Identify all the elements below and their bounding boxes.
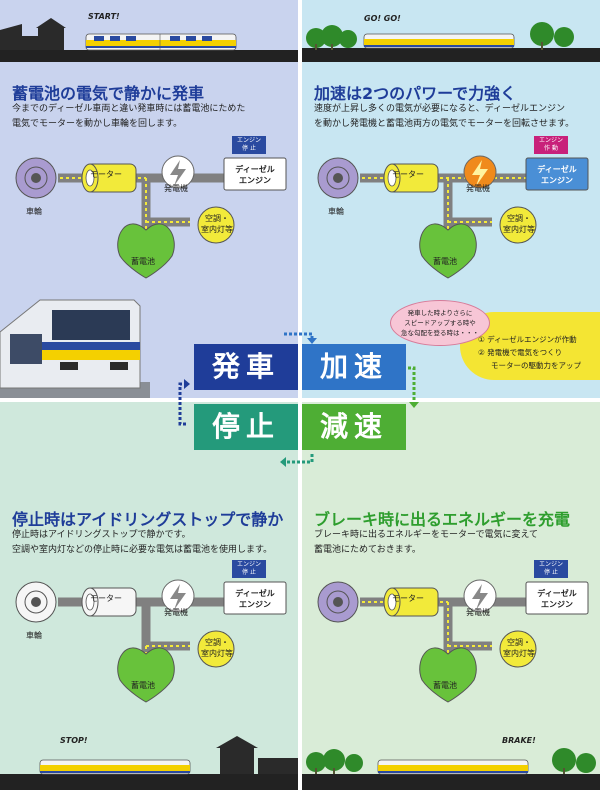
diesel-engine-label: ディーゼルエンジン bbox=[537, 589, 577, 609]
diesel-engine-icon bbox=[525, 581, 589, 615]
accel-sign: GO! GO! bbox=[364, 14, 401, 23]
aux-label: 空調・室内灯等 bbox=[201, 214, 233, 234]
brake-scene bbox=[302, 748, 600, 790]
diesel-engine-label: ディーゼルエンジン bbox=[537, 165, 577, 185]
diesel-engine-label: ディーゼルエンジン bbox=[235, 589, 275, 609]
brake-panel: ブレーキ時に出るエネルギーを充電 ブレーキ時に出るエネルギーをモーターで電気に変… bbox=[302, 402, 600, 790]
start-scene bbox=[0, 18, 298, 62]
motor-icon bbox=[383, 163, 439, 193]
generator-label: 発電機 bbox=[466, 184, 490, 193]
motor-icon bbox=[383, 587, 439, 617]
aux-label: 空調・室内灯等 bbox=[201, 638, 233, 658]
wheel-label: 車輪 bbox=[26, 631, 42, 640]
stop-sign: STOP! bbox=[60, 736, 88, 745]
accel-description: 速度が上昇し多くの電気が必要になると、ディーゼルエンジンを動かし発電機と蓄電池両… bbox=[314, 104, 575, 129]
accel-speech-bubble: 発車した時よりさらにスピードアップする時や急な勾配を登る時は・・・ bbox=[390, 300, 490, 346]
motor-label: モーター bbox=[90, 594, 122, 603]
motor-icon bbox=[81, 587, 137, 617]
diesel-engine-icon bbox=[525, 157, 589, 191]
generator-label: 発電機 bbox=[164, 184, 188, 193]
accel-callout-line-1: ① ディーゼルエンジンが作動 bbox=[478, 335, 577, 344]
battery-label: 蓄電池 bbox=[433, 681, 457, 690]
start-sign: START! bbox=[88, 12, 120, 21]
battery-label: 蓄電池 bbox=[131, 257, 155, 266]
start-title: 蓄電池の電気で静かに発車 bbox=[12, 84, 205, 103]
battery-label: 蓄電池 bbox=[131, 681, 155, 690]
engine-status-badge: エンジン作 動 bbox=[534, 136, 568, 154]
brake-sign: BRAKE! bbox=[502, 736, 536, 745]
aircon-light-icon bbox=[499, 630, 537, 668]
phase-brake: 減速 bbox=[302, 404, 406, 450]
stop-diagram: エンジン停 止 車輪 モーター 発電機 ディーゼルエンジン 空調・室内灯等 蓄電… bbox=[0, 552, 298, 712]
accel-callout-line-2: ② 発電機で電気をつくり bbox=[478, 348, 563, 357]
engine-status-badge: エンジン停 止 bbox=[232, 560, 266, 578]
accel-scene bbox=[302, 22, 600, 62]
wheel-label: 車輪 bbox=[26, 207, 42, 216]
diesel-engine-label: ディーゼルエンジン bbox=[235, 165, 275, 185]
battery-heart-icon bbox=[117, 647, 175, 703]
phase-accel: 加速 bbox=[302, 344, 406, 390]
motor-icon bbox=[81, 163, 137, 193]
motor-label: モーター bbox=[90, 170, 122, 179]
start-diagram: エンジン停 止 車輪 モーター 発電機 ディーゼルエンジン 空調・室内灯等 蓄電… bbox=[0, 128, 298, 288]
battery-label: 蓄電池 bbox=[433, 257, 457, 266]
motor-label: モーター bbox=[392, 170, 424, 179]
brake-title: ブレーキ時に出るエネルギーを充電 bbox=[314, 510, 571, 529]
generator-label: 発電機 bbox=[164, 608, 188, 617]
stop-title: 停止時はアイドリングストップで静か bbox=[12, 510, 284, 529]
phase-start: 発車 bbox=[194, 344, 298, 390]
battery-heart-icon bbox=[117, 223, 175, 279]
generator-label: 発電機 bbox=[466, 608, 490, 617]
engine-status-badge: エンジン停 止 bbox=[534, 560, 568, 578]
battery-heart-icon bbox=[419, 647, 477, 703]
stop-panel: 停止時はアイドリングストップで静か 停止時はアイドリングストップで静かです。空調… bbox=[0, 402, 298, 790]
aux-label: 空調・室内灯等 bbox=[503, 638, 535, 658]
aircon-light-icon bbox=[499, 206, 537, 244]
phase-stop: 停止 bbox=[194, 404, 298, 450]
brake-description: ブレーキ時に出るエネルギーをモーターで電気に変えて蓄電池にためておきます。 bbox=[314, 530, 539, 555]
accel-diagram: エンジン作 動 車輪 モーター 発電機 ディーゼルエンジン 空調・室内灯等 蓄電… bbox=[302, 128, 600, 288]
engine-status-badge: エンジン停 止 bbox=[232, 136, 266, 154]
battery-heart-icon bbox=[419, 223, 477, 279]
aircon-light-icon bbox=[197, 630, 235, 668]
diesel-engine-icon bbox=[223, 157, 287, 191]
stop-description: 停止時はアイドリングストップで静かです。空調や室内灯などの停止時に必要な電気は蓄… bbox=[12, 530, 273, 555]
diesel-engine-icon bbox=[223, 581, 287, 615]
stop-scene bbox=[0, 736, 298, 790]
train-photo bbox=[0, 299, 150, 398]
accel-callout-line-3: モーターの駆動力をアップ bbox=[491, 361, 581, 370]
wheel-label: 車輪 bbox=[328, 207, 344, 216]
accel-title: 加速は2つのパワーで力強く bbox=[314, 84, 517, 103]
start-panel: START! 蓄電池の電気で静かに発車 今までのディーゼル車両と違い発車時には蓄… bbox=[0, 0, 298, 398]
start-description: 今までのディーゼル車両と違い発車時には蓄電池にためた電気でモーターを動かし車輪を… bbox=[12, 104, 246, 129]
aux-label: 空調・室内灯等 bbox=[503, 214, 535, 234]
aircon-light-icon bbox=[197, 206, 235, 244]
brake-diagram: エンジン停 止 モーター 発電機 ディーゼルエンジン 空調・室内灯等 蓄電池 bbox=[302, 552, 600, 712]
train-illustration bbox=[85, 33, 237, 51]
motor-label: モーター bbox=[392, 594, 424, 603]
